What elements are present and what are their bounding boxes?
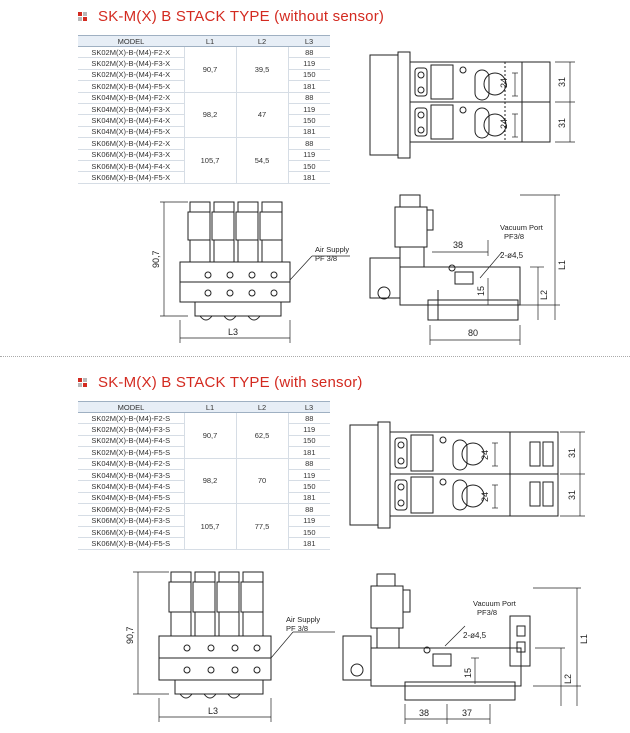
- dim-holes: 2-ø4,5: [463, 631, 487, 640]
- dim-31-b: 31: [557, 118, 567, 128]
- side-view-drawing-with-sensor: Vacuum Port PF3/8 2-ø4,5 15 L1 L2 38 37: [342, 573, 589, 724]
- dim-l1: L1: [557, 260, 567, 270]
- side-view-drawing-without-sensor: Vacuum Port PF3/8 38 2-ø4,5 15 L1 L2 80: [369, 194, 567, 345]
- air-supply-pf-label: PF 3/8: [315, 254, 337, 263]
- section-divider: [0, 356, 630, 357]
- col-l2: L2: [236, 35, 288, 47]
- dim-l2: L2: [563, 674, 573, 684]
- col-l1: L1: [184, 401, 236, 413]
- dim-l3: L3: [228, 327, 238, 337]
- top-view-drawing-without-sensor: 24 24 31 31: [369, 51, 575, 159]
- dim-37: 37: [462, 708, 472, 718]
- front-view-drawing-without-sensor: 90,7 L3 Air Supply PF 3/8: [151, 201, 350, 343]
- col-l1: L1: [184, 35, 236, 47]
- dim-height: 90,7: [151, 250, 161, 268]
- dim-height: 90,7: [125, 626, 135, 644]
- air-supply-label: Air Supply: [286, 615, 320, 624]
- bullet-icon: [78, 377, 88, 388]
- dim-38: 38: [419, 708, 429, 718]
- col-l2: L2: [236, 401, 288, 413]
- vacuum-pf-label: PF3/8: [477, 608, 497, 617]
- front-view-drawing-with-sensor: 90,7 L3 Air Supply PF 3/8: [125, 571, 335, 722]
- col-model: MODEL: [78, 35, 184, 47]
- dim-15: 15: [476, 286, 486, 296]
- dim-24-b: 24: [499, 119, 509, 129]
- air-supply-label: Air Supply: [315, 245, 349, 254]
- col-l3: L3: [288, 401, 330, 413]
- dim-l2: L2: [539, 290, 549, 300]
- vacuum-port-label: Vacuum Port: [473, 599, 517, 608]
- bullet-icon: [78, 11, 88, 22]
- dim-24-a: 24: [499, 78, 509, 88]
- vacuum-port-label: Vacuum Port: [500, 223, 544, 232]
- dim-l1: L1: [579, 634, 589, 644]
- dim-24-b: 24: [480, 492, 490, 502]
- dim-24-a: 24: [480, 450, 490, 460]
- section-title-without-sensor: SK-M(X) B STACK TYPE (without sensor): [78, 8, 384, 25]
- section-title-with-sensor: SK-M(X) B STACK TYPE (with sensor): [78, 374, 363, 391]
- vacuum-pf-label: PF3/8: [504, 232, 524, 241]
- dim-31-a: 31: [567, 448, 577, 458]
- dim-31-b: 31: [567, 490, 577, 500]
- top-view-drawing-with-sensor: 24 24 31 31: [349, 421, 585, 529]
- col-model: MODEL: [78, 401, 184, 413]
- dim-80: 80: [468, 328, 478, 338]
- dim-holes: 2-ø4,5: [500, 251, 524, 260]
- dim-l3: L3: [208, 706, 218, 716]
- air-supply-pf-label: PF 3/8: [286, 624, 308, 633]
- dim-38: 38: [453, 240, 463, 250]
- dim-15: 15: [463, 668, 473, 678]
- col-l3: L3: [288, 35, 330, 47]
- dim-31-a: 31: [557, 77, 567, 87]
